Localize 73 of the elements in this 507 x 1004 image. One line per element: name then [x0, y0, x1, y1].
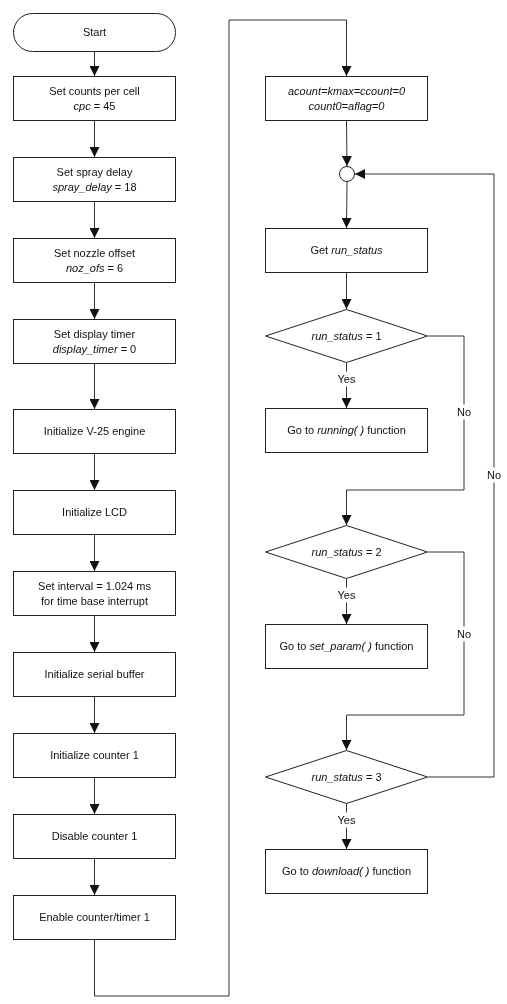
step-text: Set counts per cell [49, 83, 140, 99]
edge-label: Yes [337, 371, 356, 387]
step-text: Initialize serial buffer [44, 667, 145, 682]
arrow [341, 578, 352, 625]
process-box [265, 849, 428, 894]
connector-circle [339, 166, 355, 182]
step-text: run_status = 2 [311, 544, 382, 560]
arrow [89, 201, 100, 239]
arrow [341, 272, 352, 310]
decision-diamond [265, 309, 428, 363]
step-text: spray_delay = 18 [52, 179, 137, 195]
process-box [265, 76, 428, 121]
arrow [89, 858, 100, 896]
process-box [13, 895, 176, 940]
step-text: Set spray delay [56, 164, 133, 180]
process-box [13, 571, 176, 616]
step-text: run_status = 1 [311, 328, 382, 344]
process-box [13, 490, 176, 535]
process-box [265, 624, 428, 669]
step-text: run_status = 3 [311, 769, 382, 785]
process-box [13, 409, 176, 454]
edge-label: No [456, 626, 472, 642]
arrow [89, 282, 100, 320]
step-text: Go to running( ) function [287, 423, 406, 438]
arrow [341, 181, 352, 229]
arrow [89, 120, 100, 158]
step-text: Set display timer [53, 326, 136, 342]
step-text: Set interval = 1.024 ms for time base interrupt [37, 578, 152, 609]
decision-diamond [265, 750, 428, 804]
process-box [13, 238, 176, 283]
process-box [13, 652, 176, 697]
step-text: Disable counter 1 [51, 829, 138, 844]
step-text: Enable counter/timer 1 [39, 910, 150, 925]
step-text: cpc = 45 [73, 98, 116, 114]
arrow [89, 453, 100, 491]
process-box [265, 408, 428, 453]
step-text: Go to download( ) function [281, 864, 411, 879]
process-box [13, 76, 176, 121]
arrow [341, 551, 465, 751]
arrow [89, 696, 100, 734]
edge-label: No [456, 404, 472, 420]
arrow [354, 169, 495, 778]
process-box [13, 733, 176, 778]
edge-label: Yes [337, 812, 356, 828]
step-text: Initialize V-25 engine [43, 424, 146, 439]
arrow [94, 19, 352, 997]
arrow [89, 363, 100, 410]
step-text: Go to set_param( ) function [279, 639, 414, 654]
arrow [341, 120, 352, 167]
process-box [13, 814, 176, 859]
step-text: acount=kmax=ccount=0 [287, 83, 406, 99]
step-text: Get run_status [310, 243, 383, 258]
step-text: Start [82, 25, 107, 40]
arrow [89, 615, 100, 653]
process-box [13, 157, 176, 202]
terminal-box [13, 13, 176, 52]
arrow [89, 51, 100, 77]
process-box [13, 319, 176, 364]
step-text: display_timer = 0 [52, 341, 137, 357]
step-text: Set nozzle offset [53, 245, 136, 261]
step-text: count0=aflag=0 [308, 98, 385, 114]
edge-label: Yes [337, 587, 356, 603]
decision-diamond [265, 525, 428, 579]
arrow [89, 534, 100, 572]
step-text: Initialize LCD [62, 505, 127, 520]
arrow [341, 362, 352, 409]
step-text: noz_ofs = 6 [65, 260, 124, 276]
edge-label: No [486, 467, 502, 483]
arrow [341, 803, 352, 850]
arrow [89, 777, 100, 815]
process-box [265, 228, 428, 273]
step-text: Initialize counter 1 [50, 748, 139, 763]
arrow [341, 335, 465, 526]
